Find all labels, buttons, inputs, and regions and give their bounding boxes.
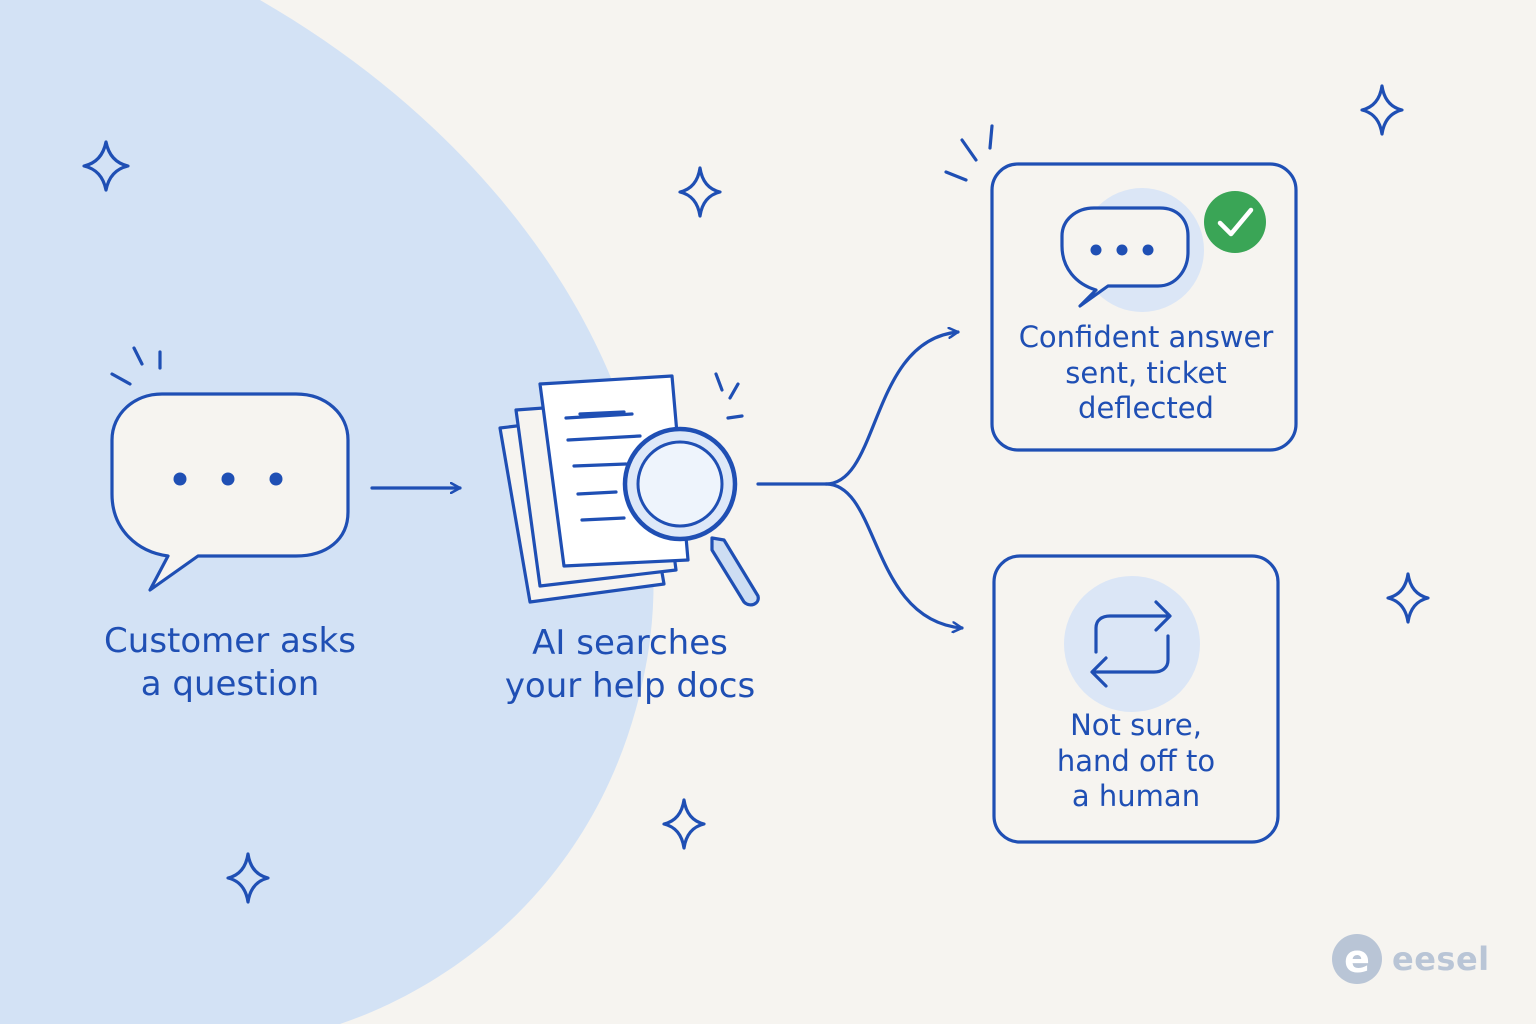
sparkle-icon [662, 798, 706, 850]
burst-lines [944, 124, 994, 182]
label-line: a question [140, 663, 320, 704]
chat-bubble-icon [110, 346, 350, 592]
label-line: your help docs [504, 665, 756, 706]
outcome-label-confident: Confident answer sent, ticket deflected [996, 320, 1296, 427]
label-line: sent, ticket [1065, 355, 1227, 390]
document-search-icon [498, 372, 760, 607]
handoff-arrows-icon [1064, 576, 1200, 712]
brand-logo: e eesel [1332, 934, 1490, 984]
sparkle-icon [82, 140, 130, 192]
step-label-customer: Customer asks a question [70, 620, 390, 705]
sparkle-icon [226, 852, 270, 904]
check-badge-icon [1204, 191, 1266, 253]
brand-mark-icon: e [1332, 934, 1382, 984]
arrow-upper [824, 332, 960, 486]
outcome-label-handoff: Not sure, hand off to a human [986, 708, 1286, 815]
label-line: Customer asks [104, 621, 356, 661]
arrow-lower [824, 482, 964, 628]
label-line: Not sure, [1070, 708, 1202, 742]
sparkle-icon [678, 166, 722, 218]
sparkle-icon [1360, 84, 1404, 136]
step-label-ai-search: AI searches your help docs [460, 622, 800, 707]
label-line: hand off to [1056, 743, 1216, 778]
label-line: a human [1071, 779, 1201, 814]
label-line: AI searches [532, 623, 728, 663]
chat-bubble-check-icon [1060, 188, 1204, 312]
sparkle-icon [1386, 572, 1430, 624]
label-line: deflected [1078, 391, 1214, 426]
brand-name: eesel [1392, 940, 1490, 978]
label-line: Confident answer [1018, 320, 1274, 354]
